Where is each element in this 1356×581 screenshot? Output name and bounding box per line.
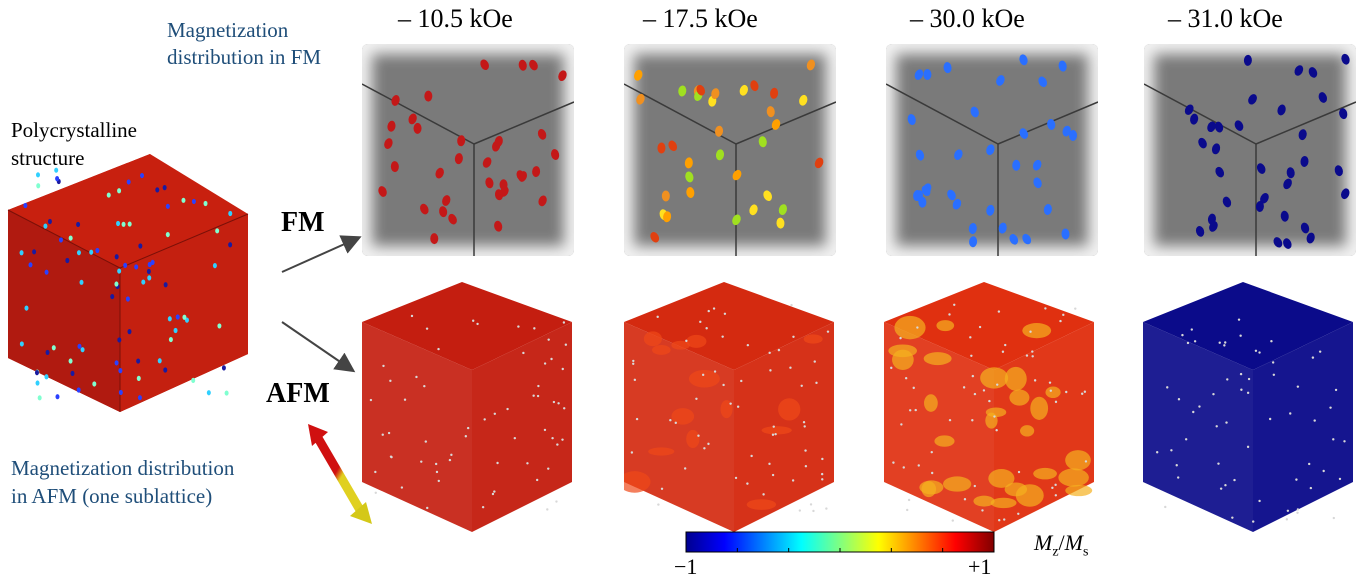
branch-arrows xyxy=(281,235,362,373)
fm-label: FM xyxy=(281,207,325,238)
afm-cube-2 xyxy=(624,282,834,532)
fm-panel-2 xyxy=(624,44,836,256)
afm-label: AFM xyxy=(266,378,330,409)
fm-panel-3 xyxy=(886,44,1098,256)
colorbar-quantity-label: Mz/Ms xyxy=(1034,530,1089,560)
afm-cube-3 xyxy=(884,282,1094,532)
fm-panel-1 xyxy=(362,44,574,256)
afm-distribution-label-line2: in AFM (one sublattice) xyxy=(11,484,213,508)
colorbar-max-label: +1 xyxy=(968,554,992,579)
fm-distribution-label-line1: Magnetization xyxy=(167,18,289,42)
polycrystalline-label-line1: Polycrystalline xyxy=(11,118,137,142)
afm-cube-1 xyxy=(362,282,572,532)
field-label-4: – 31.0 kOe xyxy=(1168,4,1283,33)
colorbar-min-label: −1 xyxy=(674,554,698,579)
afm-distribution-label-line1: Magnetization distribution xyxy=(11,456,235,480)
colorbar xyxy=(685,531,995,553)
field-label-2: – 17.5 kOe xyxy=(643,4,758,33)
fm-distribution-label-line2: distribution in FM xyxy=(167,45,322,69)
fm-panel-4 xyxy=(1144,44,1356,256)
polycrystalline-label-line2: structure xyxy=(11,146,85,170)
field-label-1: – 10.5 kOe xyxy=(398,4,513,33)
afm-cube-4 xyxy=(1143,282,1353,532)
field-label-3: – 30.0 kOe xyxy=(910,4,1025,33)
sublattice-arrow-icon xyxy=(308,424,372,524)
polycrystalline-cube xyxy=(7,154,249,412)
